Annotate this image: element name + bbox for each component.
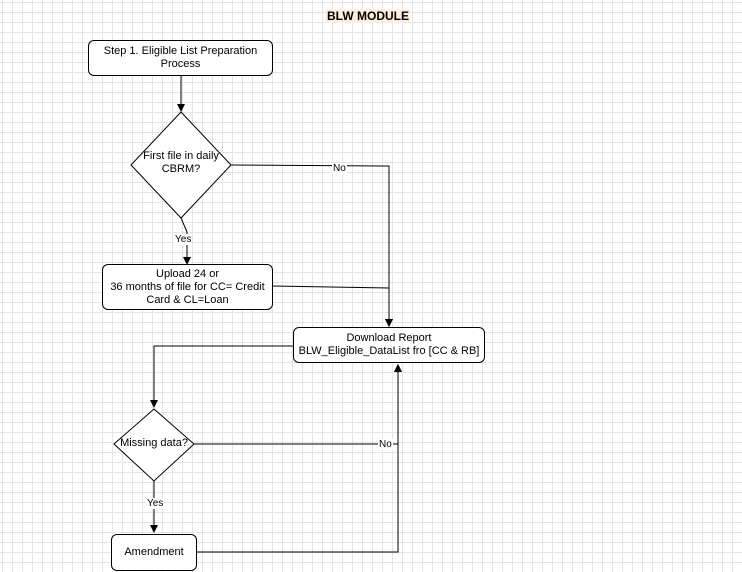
edge-upload-to-download: [271, 285, 393, 327]
decision-missing-data-label: Missing data?: [120, 437, 188, 449]
upload-label: Upload 24 or 36 months of file for CC= C…: [110, 267, 265, 306]
edge-missing-no: [194, 364, 402, 445]
edge-label-no-first: No: [332, 163, 347, 174]
amendment-label: Amendment: [124, 546, 184, 558]
step1-label: Step 1. Eligible List Preparation Proces…: [103, 45, 258, 70]
edge-first-file-yes: [180, 217, 191, 265]
edge-label-yes-first: Yes: [174, 234, 193, 245]
diagram-title: BLW MODULE: [326, 9, 410, 23]
process-download-box: Download Report BLW_Eligible_DataList fr…: [293, 327, 485, 363]
edge-first-file-no: [230, 164, 393, 327]
edge-label-no-missing: No: [378, 439, 393, 450]
decision-first-file-label: First file in daily CBRM?: [143, 150, 219, 175]
edge-amendment-to-download: [196, 364, 402, 553]
edge-download-to-missing: [150, 345, 293, 408]
process-upload-box: Upload 24 or 36 months of file for CC= C…: [102, 264, 273, 310]
edge-label-yes-missing: Yes: [146, 498, 165, 509]
process-step1-box: Step 1. Eligible List Preparation Proces…: [88, 40, 273, 76]
download-label: Download Report BLW_Eligible_DataList fr…: [298, 332, 480, 357]
process-amendment-box: Amendment: [111, 534, 197, 571]
